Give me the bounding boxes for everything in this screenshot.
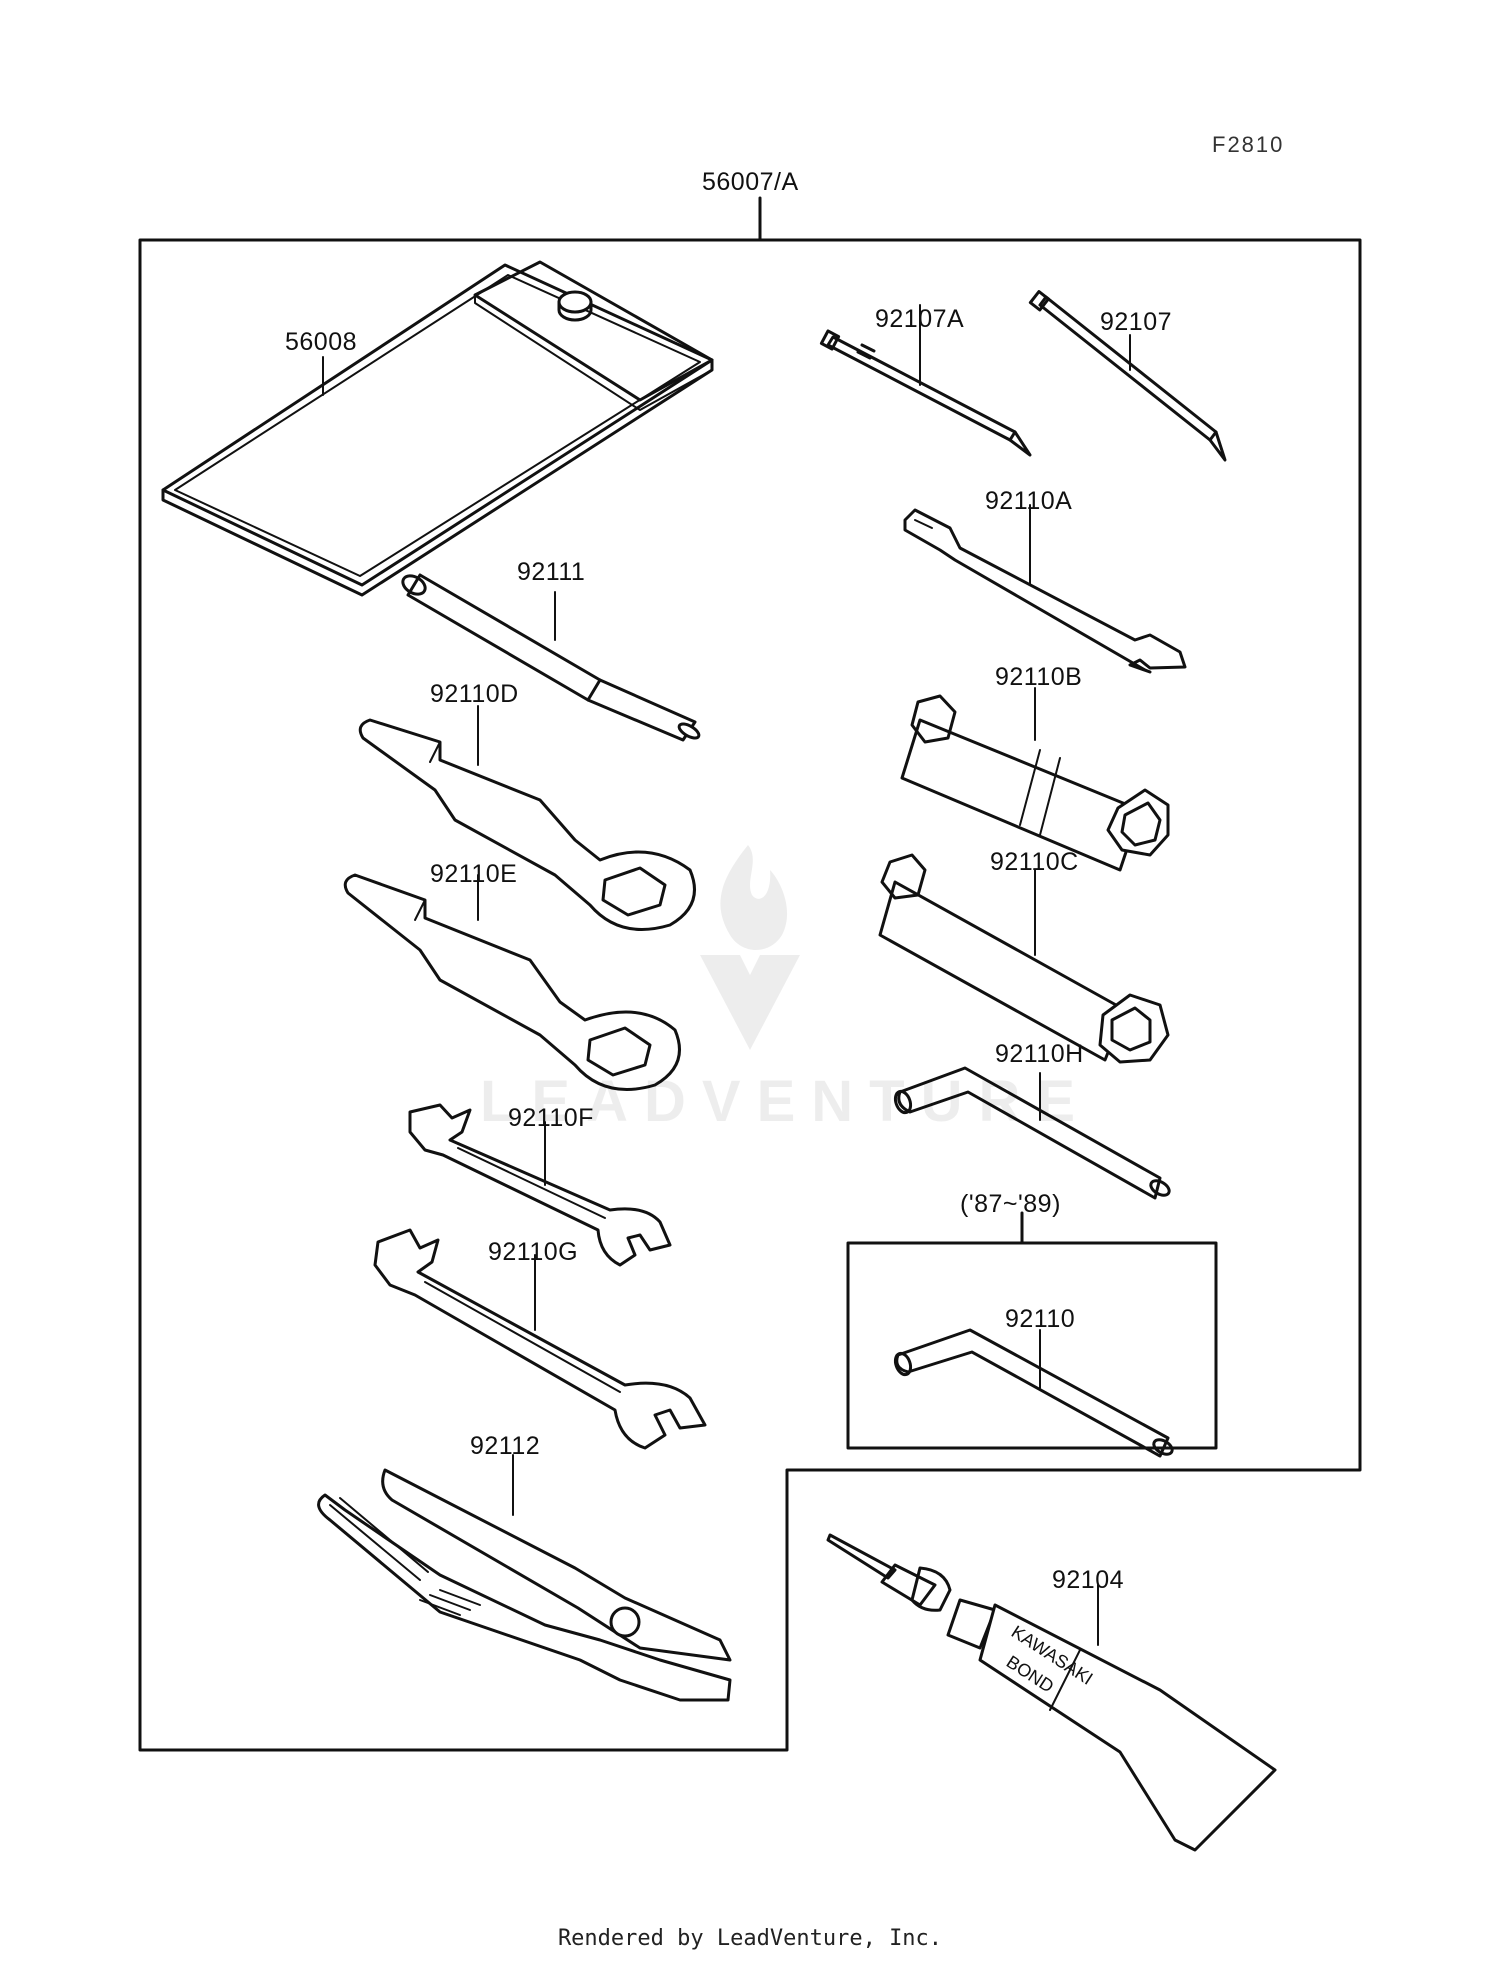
footer-credit: Rendered by LeadVenture, Inc. xyxy=(557,1926,943,1951)
variant-note: ('87~'89) xyxy=(960,1190,1061,1218)
part-label-92110F: 92110F xyxy=(508,1104,594,1132)
screwdriver-92107A-drawing xyxy=(819,304,1032,457)
box-wrench-92110C-drawing xyxy=(878,853,1170,1064)
part-label-92110D: 92110D xyxy=(430,680,519,708)
hex-key-92110H-drawing xyxy=(893,1066,1171,1200)
watermark-logo xyxy=(700,845,800,1050)
kit-boundary xyxy=(138,238,1362,1752)
watermark-text: LEADVENTURE xyxy=(480,1069,1092,1134)
variant-box xyxy=(846,1241,1218,1450)
part-label-92110H: 92110H xyxy=(995,1040,1084,1068)
part-label-56008: 56008 xyxy=(285,328,358,356)
pliers-92112-drawing xyxy=(317,1454,732,1702)
open-wrench-92110G-drawing xyxy=(373,1228,707,1450)
part-label-92104: 92104 xyxy=(1052,1566,1125,1594)
screwdriver-92107-drawing xyxy=(1028,290,1227,462)
open-wrench-92110F-drawing xyxy=(408,1103,672,1267)
tool-pouch-drawing xyxy=(161,260,714,597)
part-label-92110: 92110 xyxy=(1005,1305,1076,1333)
assembly-label: 56007/A xyxy=(702,168,799,196)
part-label-92107: 92107 xyxy=(1100,308,1173,336)
handle-bar-92111-drawing xyxy=(401,573,701,742)
hex-key-92110-drawing xyxy=(893,1328,1174,1458)
part-label-92110A: 92110A xyxy=(985,487,1073,515)
part-label-92110C: 92110C xyxy=(990,848,1079,876)
ring-wrench-92110E-drawing xyxy=(343,873,681,1091)
part-label-92110G: 92110G xyxy=(488,1238,579,1266)
figure-code: F2810 xyxy=(1212,132,1285,157)
part-label-92112: 92112 xyxy=(470,1432,541,1460)
part-label-92107A: 92107A xyxy=(875,305,965,333)
ring-wrench-92110D-drawing xyxy=(358,705,696,931)
part-label-92111: 92111 xyxy=(517,558,586,586)
box-wrench-92110B-drawing xyxy=(900,687,1170,872)
part-label-92110B: 92110B xyxy=(995,663,1083,691)
part-label-92110E: 92110E xyxy=(430,860,518,888)
flat-wrench-92110A-drawing xyxy=(903,504,1187,674)
